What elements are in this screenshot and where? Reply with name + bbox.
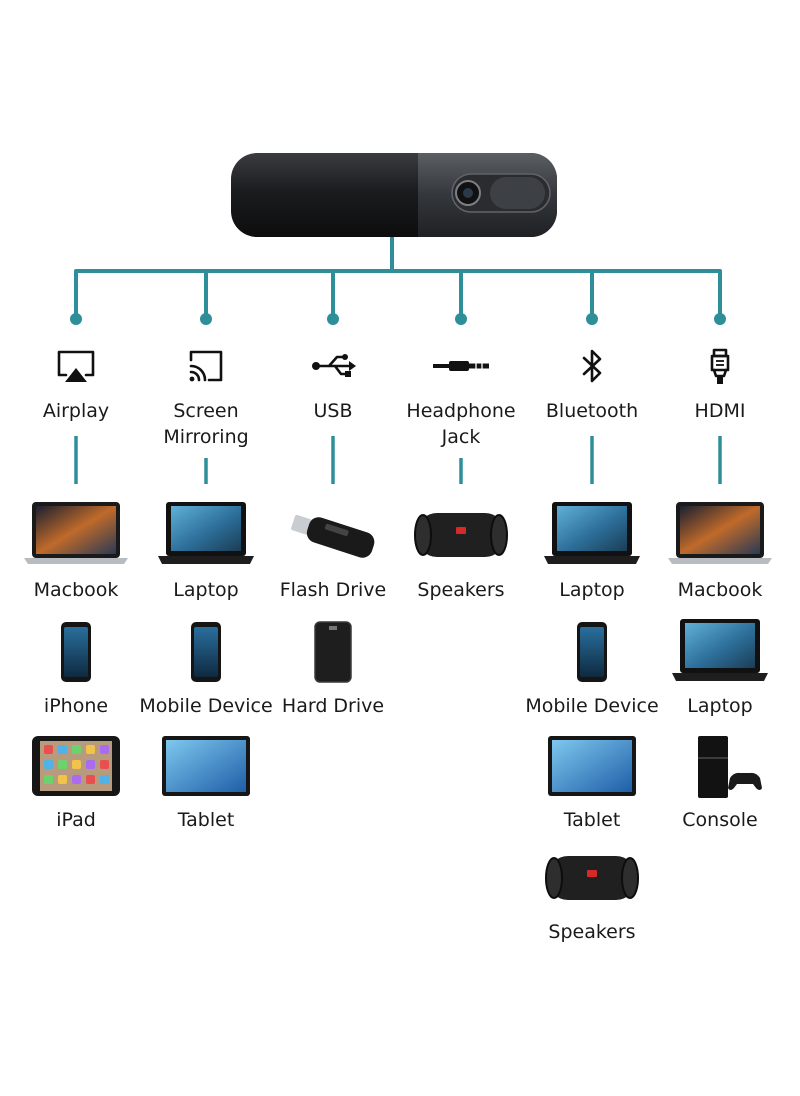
device-label: iPhone [43, 695, 109, 717]
airplay-icon [57, 350, 95, 382]
branch-dot [455, 313, 467, 325]
branch-dot [586, 313, 598, 325]
harddrive-image [314, 621, 352, 683]
interface-label-headphone-jack: Headphone [406, 400, 516, 422]
tablet-image [548, 736, 636, 796]
device-label: Tablet [177, 809, 235, 831]
headphone-jack-icon [433, 361, 489, 371]
device-label: Tablet [563, 809, 621, 831]
interface-label-airplay: Airplay [42, 400, 110, 422]
cast-icon [189, 350, 223, 382]
laptop-image [672, 619, 768, 681]
macbook-image [24, 502, 128, 564]
device-label: Laptop [173, 579, 239, 601]
laptop-image [158, 502, 254, 564]
speaker-image [545, 856, 639, 900]
branch-dot [714, 313, 726, 325]
interface-label-headphone-jack: Jack [441, 426, 481, 448]
device-label: Laptop [687, 695, 753, 717]
device-label: Speakers [417, 579, 505, 601]
branch-dot [327, 313, 339, 325]
interface-label-hdmi: HDMI [694, 400, 746, 422]
device-label: Macbook [677, 579, 763, 601]
device-label: Console [682, 809, 758, 831]
speaker-image [414, 513, 508, 557]
projector-device [231, 153, 557, 237]
interface-label-screen-mirroring: Mirroring [163, 426, 249, 448]
device-label: Laptop [559, 579, 625, 601]
connector-lines [70, 237, 726, 484]
phone-image [577, 622, 607, 682]
interface-label-bluetooth: Bluetooth [545, 400, 639, 422]
branch-dot [70, 313, 82, 325]
device-label: Mobile Device [525, 695, 659, 717]
device-label: Mobile Device [139, 695, 273, 717]
device-label: Macbook [33, 579, 119, 601]
device-label: Flash Drive [279, 579, 387, 601]
device-label: iPad [56, 809, 96, 831]
macbook-image [668, 502, 772, 564]
phone-image [61, 622, 91, 682]
interface-icons [57, 348, 730, 384]
ipad-image [32, 736, 120, 796]
laptop-image [544, 502, 640, 564]
interface-label-usb: USB [313, 400, 353, 422]
bluetooth-icon [582, 349, 602, 383]
hdmi-icon [710, 348, 730, 384]
branch-dot [200, 313, 212, 325]
tablet-image [162, 736, 250, 796]
device-label: Hard Drive [281, 695, 385, 717]
device-label: Speakers [548, 921, 636, 943]
usb-icon [312, 354, 356, 377]
flashdrive-image [291, 514, 375, 558]
device-images [24, 502, 772, 900]
console-image [698, 736, 762, 798]
phone-image [191, 622, 221, 682]
interface-label-screen-mirroring: Screen [173, 400, 239, 422]
